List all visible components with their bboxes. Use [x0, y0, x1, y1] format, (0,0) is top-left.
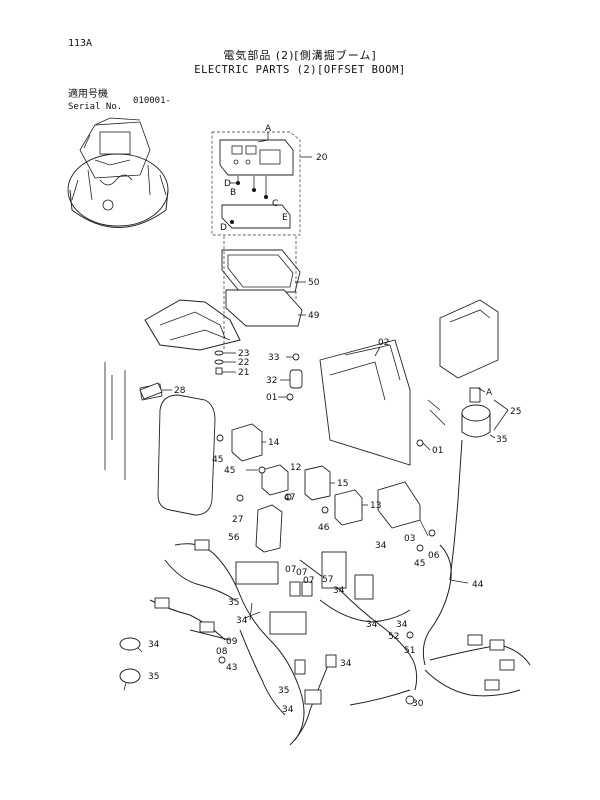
callout-23: 23: [238, 349, 249, 359]
callout-A-right: A: [486, 388, 493, 398]
panel-gaskets: [221, 236, 303, 350]
cab-wall-window: [104, 362, 216, 516]
callout-01-right: 01: [432, 446, 443, 456]
title-english: ELECTRIC PARTS (2)[OFFSET BOOM]: [194, 64, 406, 76]
callout-34-tie: 34: [148, 640, 160, 650]
callout-D-lower: D: [220, 223, 227, 233]
callout-09: 09: [226, 637, 238, 647]
callout-34-upper: 34: [375, 541, 387, 551]
relay-56: [236, 494, 283, 553]
callout-34-lower: 34: [340, 659, 352, 669]
leader-lines: [162, 132, 509, 621]
callout-35-left: 35: [228, 598, 239, 608]
key-switch-console: [416, 299, 499, 447]
callout-12: 12: [290, 463, 301, 473]
connector-28: [139, 382, 163, 400]
callout-28: 28: [174, 386, 186, 396]
callout-08: 08: [216, 647, 228, 657]
callout-B: B: [230, 188, 236, 198]
callout-45-right: 45: [414, 559, 425, 569]
callout-34-center: 34: [333, 586, 345, 596]
callout-07-b: 07: [296, 568, 307, 578]
callout-35-right: 35: [496, 435, 507, 445]
relays: [216, 423, 363, 526]
callout-34-left: 34: [236, 616, 248, 626]
callout-50: 50: [308, 278, 320, 288]
callout-51: 51: [404, 646, 415, 656]
callout-14: 14: [268, 438, 280, 448]
mounting-bracket: [319, 339, 411, 466]
callout-32: 32: [266, 376, 277, 386]
callout-D-upper: D: [224, 179, 231, 189]
callout-45-mid: 45: [224, 466, 235, 476]
harness-connectors: [154, 539, 515, 705]
callout-56: 56: [228, 533, 240, 543]
seat-outline: [144, 299, 241, 351]
title-japanese: 電気部品 (2)[側溝掘ブーム]: [223, 49, 377, 62]
screws-21-22-23: [214, 350, 224, 375]
callout-35-tie: 35: [148, 672, 159, 682]
callout-07-c: 07: [303, 576, 314, 586]
callout-E: E: [282, 213, 288, 223]
serial-number-value: 010001-: [133, 96, 171, 106]
callout-27: 27: [232, 515, 243, 525]
page-number: 113A: [68, 38, 93, 49]
callout-22: 22: [238, 358, 249, 368]
callout-34-bottom: 34: [282, 705, 294, 715]
callout-47: 47: [284, 493, 295, 503]
callout-45-left: 45: [212, 455, 223, 465]
callout-25: 25: [510, 407, 521, 417]
callout-labels: 20 A D B C E D 50 49 23 22 21 33 32 01 0…: [148, 124, 521, 715]
callout-49: 49: [308, 311, 320, 321]
callout-15: 15: [337, 479, 348, 489]
serial-label-japanese: 適用号機: [68, 89, 108, 100]
callout-02: 02: [378, 338, 389, 348]
callout-13: 13: [370, 501, 381, 511]
callout-46: 46: [318, 523, 330, 533]
callout-35-lower: 35: [278, 686, 289, 696]
cable-ties: [119, 637, 143, 691]
callout-43: 43: [226, 663, 237, 673]
callout-21: 21: [238, 368, 249, 378]
callout-07-a: 07: [285, 565, 296, 575]
callout-33: 33: [268, 353, 279, 363]
callout-06: 06: [428, 551, 440, 561]
callout-01: 01: [266, 393, 277, 403]
callout-20: 20: [316, 153, 328, 163]
machine-overview-illustration: [67, 117, 169, 228]
callout-34-far-right: 34: [396, 620, 408, 630]
callout-30: 30: [412, 699, 424, 709]
callout-34-right: 34: [366, 620, 378, 630]
callout-52: 52: [388, 632, 399, 642]
serial-label-english: Serial No.: [68, 102, 123, 112]
switch-panel-assembly: [211, 131, 301, 236]
callout-44: 44: [472, 580, 484, 590]
fuse-holder: [286, 353, 303, 401]
callout-A: A: [265, 124, 272, 134]
callout-57: 57: [322, 575, 333, 585]
callout-C: C: [272, 199, 278, 209]
callout-03: 03: [404, 534, 415, 544]
